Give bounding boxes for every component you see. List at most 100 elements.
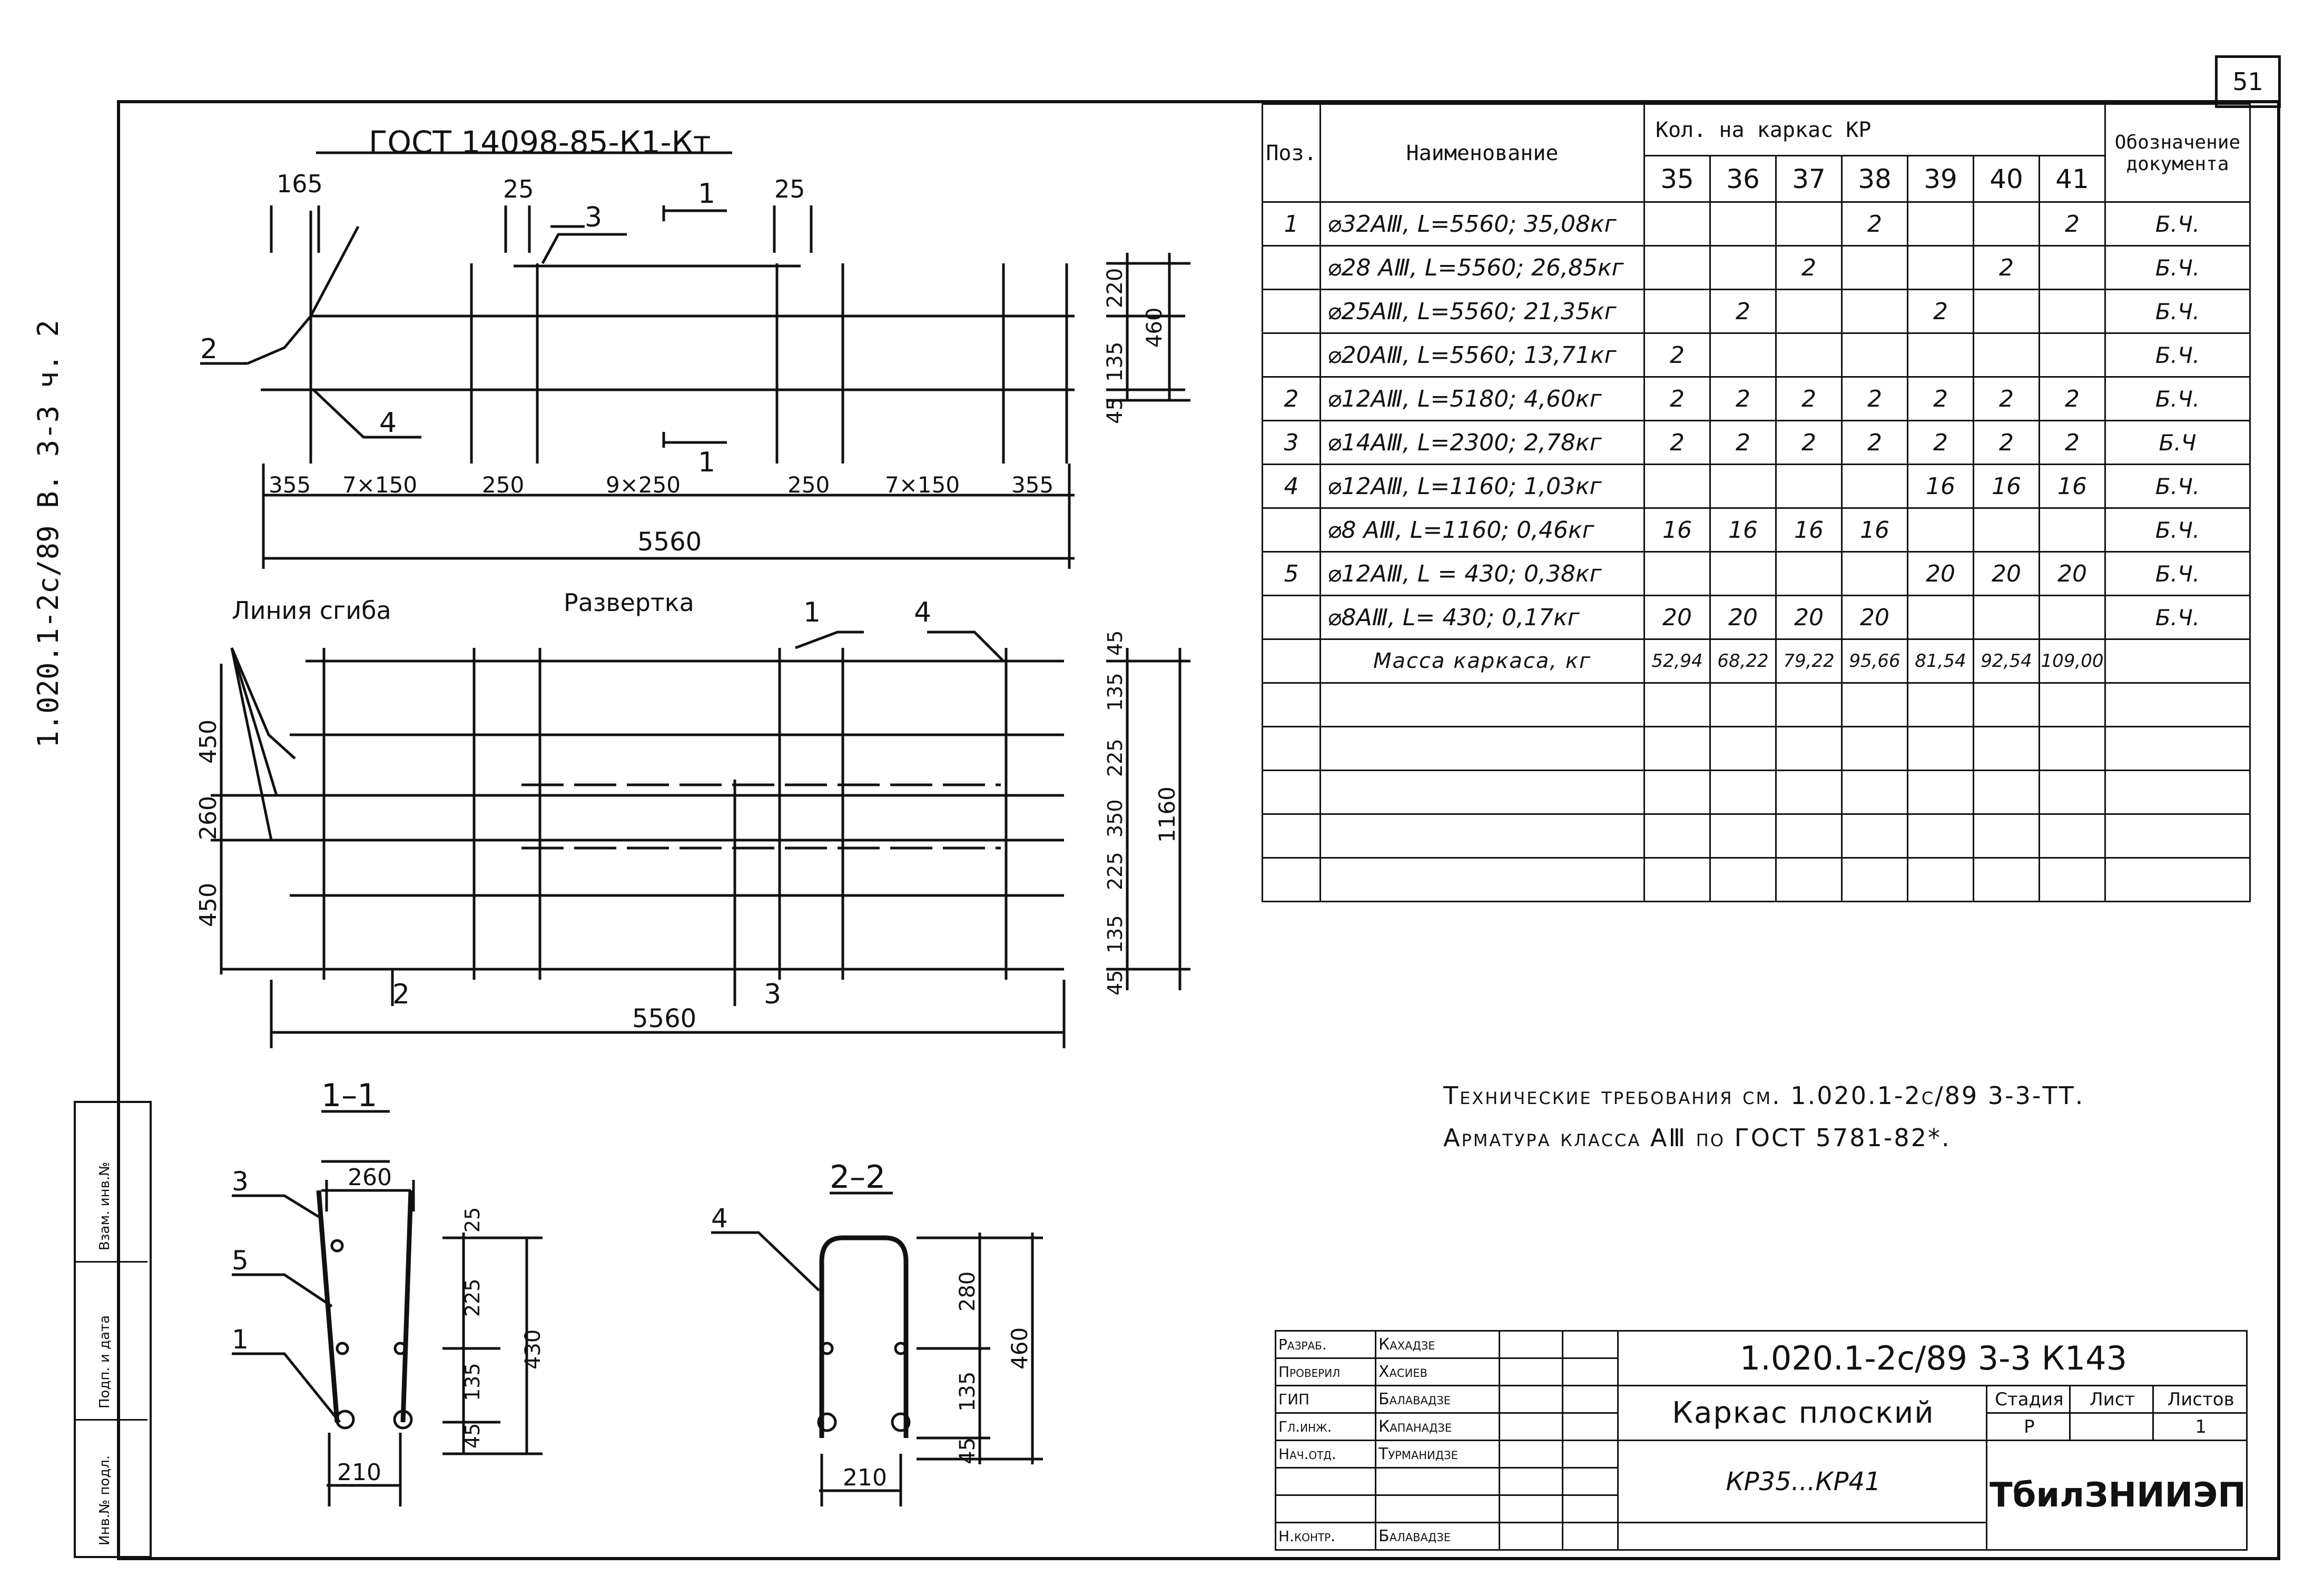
- spec-qty: 16: [1775, 507, 1843, 553]
- spec-qty: [2039, 595, 2106, 640]
- dev-pos-3: 3: [764, 979, 781, 1010]
- s2-total: 460: [1007, 1327, 1032, 1370]
- spec-qty: 2: [2039, 420, 2106, 465]
- dev-right-dim-6: 45: [1104, 970, 1127, 996]
- spec-pos: 2: [1262, 376, 1321, 421]
- s1-total: 430: [521, 1329, 545, 1370]
- tech-req-line-2: Арматура класса АⅢ по ГОСТ 5781-82*.: [1443, 1124, 1951, 1152]
- stamp-code: 1.020.1-2с/89 3-3 К143: [1617, 1330, 2248, 1386]
- stamp-name-5: Балавадзе: [1375, 1522, 1500, 1551]
- dev-pos-2: 2: [392, 979, 410, 1010]
- spec-qty: [1841, 464, 1908, 509]
- total-37: 79,22: [1775, 638, 1843, 684]
- section-2-2-title: 2–2: [830, 1159, 885, 1196]
- spec-pos: 4: [1262, 464, 1321, 509]
- spec-qty: 2: [1907, 420, 1974, 465]
- spec-qty: 16: [1709, 507, 1777, 553]
- spec-doc: Б.Ч.: [2104, 289, 2251, 334]
- dim-135: 135: [1103, 342, 1127, 382]
- frame-35: 35: [1643, 155, 1711, 203]
- spec-qty: [1643, 245, 1711, 290]
- s2-bottom: 210: [843, 1464, 887, 1491]
- elev-pos-3: 3: [585, 202, 602, 233]
- spec-qty: 2: [1643, 420, 1711, 465]
- spec-doc: Б.Ч.: [2104, 201, 2251, 247]
- stamp-role-4: Нач.отд.: [1275, 1440, 1376, 1469]
- dev-total-height: 1160: [1154, 786, 1180, 843]
- left-stamp-cell-inv2: Взам. инв.№: [76, 1103, 147, 1263]
- s2-dim-2: 45: [956, 1437, 980, 1464]
- spec-qty: 2: [1775, 245, 1843, 290]
- spec-pos: [1262, 332, 1321, 378]
- total-35: 52,94: [1643, 638, 1711, 684]
- s1-dim-3: 45: [461, 1423, 484, 1449]
- spec-qty: 20: [2039, 551, 2106, 596]
- dev-left-dim-0: 450: [195, 720, 222, 764]
- stamp-sign-3: [1499, 1412, 1563, 1441]
- spec-qty: [1907, 507, 1974, 553]
- total-39: 81,54: [1907, 638, 1974, 684]
- stamp-role-2: ГИП: [1275, 1385, 1376, 1414]
- dim-25-right: 25: [774, 175, 805, 203]
- dev-right-dim-1: 135: [1104, 673, 1127, 711]
- spec-qty: [1907, 245, 1974, 290]
- spacing-5: 7×150: [885, 472, 960, 498]
- drawing-frame: [117, 100, 2280, 1560]
- header-doc: Обозначение документа: [2104, 103, 2251, 203]
- spec-name: ⌀28 АⅢ, L=5560; 26,85кг: [1319, 245, 1645, 290]
- section-mark-top: 1: [698, 178, 715, 210]
- spec-qty: 20: [1907, 551, 1974, 596]
- spec-pos: [1262, 595, 1321, 640]
- spec-name: ⌀32АⅢ, L=5560; 35,08кг: [1319, 201, 1645, 247]
- spec-qty: [2039, 507, 2106, 553]
- spec-qty: [2039, 289, 2106, 334]
- spec-qty: 2: [1973, 420, 2040, 465]
- spec-qty: 2: [1907, 376, 1974, 421]
- dim-25-left: 25: [503, 175, 534, 203]
- spec-qty: [1643, 201, 1711, 247]
- total-label: Масса каркаса, кг: [1319, 638, 1645, 684]
- spec-qty: [1709, 201, 1777, 247]
- spec-qty: 20: [1841, 595, 1908, 640]
- spec-name: ⌀8 АⅢ, L=1160; 0,46кг: [1319, 507, 1645, 553]
- total-36: 68,22: [1709, 638, 1777, 684]
- dim-165: 165: [277, 170, 323, 198]
- spec-doc: Б.Ч.: [2104, 464, 2251, 509]
- spec-qty: 16: [1907, 464, 1974, 509]
- spec-qty: [1709, 245, 1777, 290]
- spec-qty: 2: [1841, 376, 1908, 421]
- spec-doc: Б.Ч.: [2104, 595, 2251, 640]
- spec-qty: [1643, 289, 1711, 334]
- spec-qty: [1907, 595, 1974, 640]
- spec-name: ⌀25АⅢ, L=5560; 21,35кг: [1319, 289, 1645, 334]
- spacing-6: 355: [1011, 472, 1053, 498]
- spec-qty: 2: [1643, 332, 1711, 378]
- spec-qty: 2: [1907, 289, 1974, 334]
- spec-qty: [1709, 551, 1777, 596]
- stamp-sign-5: [1499, 1522, 1563, 1551]
- header-name: Наименование: [1319, 103, 1645, 203]
- s1-dim-1: 225: [461, 1278, 484, 1317]
- s1-pos-1: 1: [232, 1324, 249, 1355]
- gost-label: ГОСТ 14098-85-К1-Кт: [369, 124, 711, 160]
- dev-right-dim-4: 225: [1104, 852, 1127, 890]
- stamp-subtitle: КР35...КР41: [1617, 1440, 1987, 1523]
- spec-qty: [1775, 551, 1843, 596]
- dev-right-dim-0: 45: [1104, 631, 1127, 656]
- stamp-sheets: 1: [2152, 1412, 2248, 1441]
- bend-line-label: Линия сгиба: [232, 596, 391, 625]
- s2-dim-1: 135: [956, 1372, 980, 1412]
- stamp-name-2: Балавадзе: [1375, 1385, 1500, 1414]
- spec-qty: 2: [1841, 420, 1908, 465]
- spec-qty: 2: [1841, 201, 1908, 247]
- frame-37: 37: [1775, 155, 1843, 203]
- spec-qty: [1709, 332, 1777, 378]
- spec-qty: [1775, 332, 1843, 378]
- spec-name: ⌀20АⅢ, L=5560; 13,71кг: [1319, 332, 1645, 378]
- reinforcement-drawings: ГОСТ 14098-85-К1-Кт 165 25 25 1 1 3 2 4 …: [195, 124, 1190, 1506]
- spec-qty: [2039, 332, 2106, 378]
- empty-row: [1262, 770, 2251, 815]
